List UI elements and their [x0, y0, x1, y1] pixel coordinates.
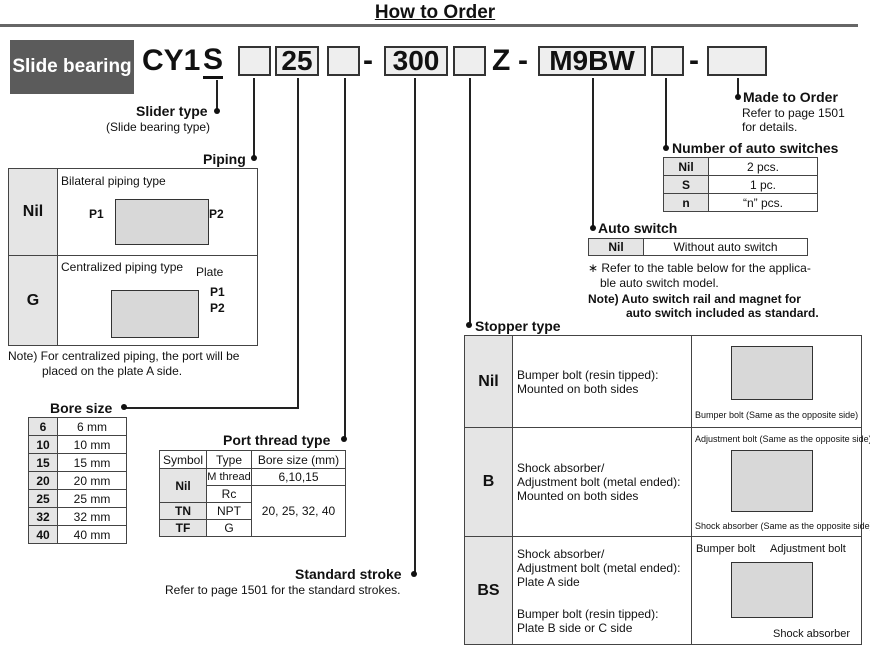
- stopper-b-code: B: [465, 428, 512, 536]
- bore-size-label: Bore size: [50, 400, 113, 416]
- made-box: [707, 46, 767, 76]
- stopper-box: [453, 46, 486, 76]
- auto-switch-note: Note) Auto switch rail and magnet for: [588, 292, 801, 306]
- piping-table: Nil G Bilateral piping type Centralized …: [8, 168, 258, 346]
- stopper-caption: Adjustment bolt: [770, 543, 846, 555]
- page-title: How to Order: [374, 2, 496, 23]
- cylinder-drawing: [731, 562, 813, 618]
- port-thread-label: Port thread type: [223, 432, 331, 448]
- dash: -: [689, 44, 699, 77]
- piping-g-desc: Centralized piping type: [61, 260, 184, 274]
- stopper-bs-code: BS: [465, 537, 512, 644]
- piping-note: Note) For centralized piping, the port w…: [8, 349, 240, 363]
- stopper-desc: Shock absorber/: [517, 547, 605, 561]
- bore-box: 25: [275, 45, 319, 76]
- stopper-caption: Shock absorber (Same as the opposite sid…: [695, 521, 870, 531]
- plate-label: Plate: [196, 265, 224, 279]
- stopper-desc: Adjustment bolt (metal ended):: [517, 561, 681, 575]
- cylinder-drawing: [731, 450, 813, 512]
- piping-nil-desc: Bilateral piping type: [61, 174, 166, 188]
- port-p1: P1: [210, 285, 225, 299]
- piping-box: [238, 46, 271, 76]
- stopper-nil-code: Nil: [465, 336, 512, 427]
- z-code: Z: [492, 44, 511, 77]
- cylinder-drawing: [111, 290, 199, 338]
- stopper-caption: Bumper bolt (Same as the opposite side): [695, 410, 859, 420]
- switch-box: M9BW: [538, 45, 646, 76]
- stopper-caption: Shock absorber: [773, 628, 851, 640]
- cylinder-drawing: [731, 346, 813, 400]
- auto-switch-note: auto switch included as standard.: [626, 306, 819, 320]
- made-note: for details.: [742, 120, 798, 134]
- slider-type-note: (Slide bearing type): [106, 120, 211, 134]
- port-box: [327, 46, 360, 76]
- slider-type-label: Slider type: [136, 103, 208, 119]
- made-note: Refer to page 1501: [742, 106, 845, 120]
- auto-switch-note: ble auto switch model.: [600, 276, 719, 290]
- stopper-desc: Plate B side or C side: [517, 621, 633, 635]
- port-p2: P2: [210, 301, 225, 315]
- piping-nil-code: Nil: [9, 169, 58, 255]
- stopper-desc: Bumper bolt (resin tipped):: [517, 607, 659, 621]
- stopper-caption: Bumper bolt: [696, 543, 756, 555]
- standard-stroke-note: Refer to page 1501 for the standard stro…: [165, 583, 401, 597]
- model-prefix: CY1: [142, 44, 201, 77]
- piping-label: Piping: [203, 151, 246, 167]
- stroke-box: 300: [384, 45, 448, 76]
- num-switches-label: Number of auto switches: [672, 140, 839, 156]
- title-rule: [0, 24, 858, 27]
- cylinder-drawing: [115, 199, 209, 245]
- made-to-order-label: Made to Order: [743, 89, 838, 105]
- dash: -: [518, 44, 528, 77]
- stopper-desc: Bumper bolt (resin tipped):: [517, 368, 659, 382]
- numsw-box: [651, 46, 684, 76]
- stopper-desc: Mounted on both sides: [517, 382, 639, 396]
- stopper-desc: Shock absorber/: [517, 461, 605, 475]
- piping-note: placed on the plate A side.: [42, 364, 183, 378]
- stopper-desc: Plate A side: [517, 575, 580, 589]
- stopper-table: Nil B BS Bumper bolt (resin tipped): Mou…: [464, 335, 870, 645]
- auto-switch-label: Auto switch: [598, 220, 678, 236]
- auto-switch-note: ∗ Refer to the table below for the appli…: [588, 261, 811, 275]
- standard-stroke-label: Standard stroke: [295, 566, 402, 582]
- slide-bearing-badge: Slide bearing: [10, 40, 134, 94]
- stopper-caption: Adjustment bolt (Same as the opposite si…: [695, 434, 870, 444]
- port-p1: P1: [89, 207, 104, 221]
- port-p2: P2: [209, 207, 224, 221]
- piping-g-code: G: [9, 256, 58, 345]
- dash: -: [363, 44, 373, 77]
- stopper-desc: Mounted on both sides: [517, 489, 639, 503]
- stopper-desc: Adjustment bolt (metal ended):: [517, 475, 681, 489]
- slider-code: S: [203, 43, 224, 79]
- stopper-type-label: Stopper type: [475, 318, 561, 334]
